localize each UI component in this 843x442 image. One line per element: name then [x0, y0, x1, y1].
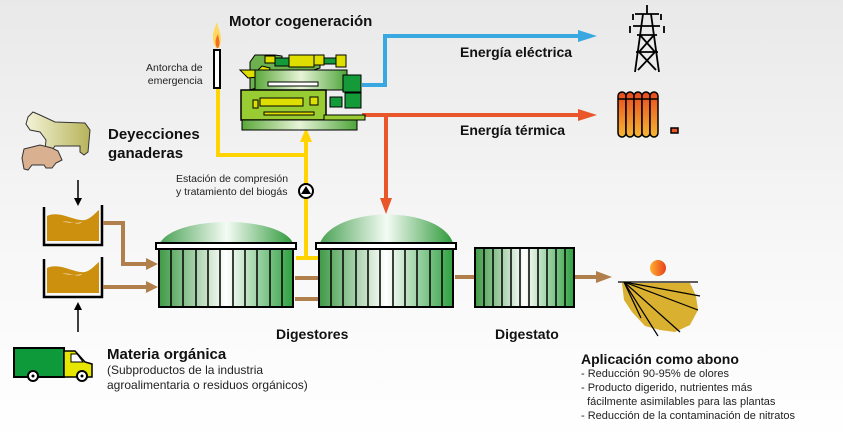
manure-tank-icon	[42, 205, 104, 247]
flare-torch-icon	[212, 22, 221, 89]
aplicacion-abono-block: Aplicación como abono - Reducción 90-95%…	[581, 351, 795, 423]
energia-electrica-label: Energía eléctrica	[460, 44, 573, 60]
aplicacion-abono-title: Aplicación como abono	[581, 351, 739, 367]
antorcha-label-line2: emergencia	[147, 75, 203, 87]
truck-icon	[13, 347, 93, 382]
digestate-tank-icon	[474, 247, 575, 308]
arrow-head	[146, 281, 158, 293]
materia-organica-line2: agroalimentaria o residuos orgánicos)	[107, 378, 308, 392]
antorcha-label-line1: Antorcha de	[146, 62, 203, 74]
radiator-icon	[617, 91, 679, 138]
arrow-head	[146, 258, 158, 270]
manure-tank-icon	[42, 257, 104, 299]
substrate-flow-arrows	[103, 221, 598, 301]
deyecciones-line2: ganaderas	[108, 145, 184, 162]
electric-flow-arrow	[362, 30, 597, 87]
thermal-flow-arrow	[362, 109, 597, 214]
aplicacion-item: - Producto digerido, nutrientes más	[581, 382, 753, 394]
deyecciones-label: Deyecciones ganaderas	[108, 125, 200, 163]
cogeneration-engine-icon	[238, 54, 366, 131]
pig-icon	[21, 144, 63, 171]
digester-icon	[155, 222, 297, 308]
digestores-label: Digestores	[276, 326, 349, 342]
compressor-icon	[298, 183, 314, 199]
aplicacion-item: - Reducción de la contaminación de nitra…	[581, 410, 796, 422]
materia-organica-line1: (Subproductos de la industria	[107, 363, 264, 377]
materia-organica-title: Materia orgánica	[107, 346, 227, 363]
materia-organica-block: Materia orgánica (Subproductos de la ind…	[107, 346, 308, 393]
energia-termica-label: Energía térmica	[460, 122, 566, 138]
digester-icon	[315, 214, 457, 308]
animals-down-arrow	[74, 180, 82, 206]
cow-icon	[25, 111, 91, 156]
estacion-line2: y tratamiento del biogás	[176, 186, 288, 198]
estacion-line1: Estación de compresión	[176, 173, 289, 185]
antorcha-label: Antorcha de emergencia	[146, 62, 203, 88]
arrow-head	[596, 271, 612, 283]
motor-cogeneracion-label: Motor cogeneración	[229, 13, 373, 30]
estacion-label: Estación de compresión y tratamiento del…	[176, 173, 288, 199]
deyecciones-line1: Deyecciones	[108, 126, 200, 143]
aplicacion-item: - Reducción 90-95% de olores	[581, 368, 729, 380]
truck-up-arrow	[74, 302, 82, 332]
power-tower-icon	[629, 5, 665, 73]
field-sun-icon	[618, 260, 701, 337]
aplicacion-item: fácilmente asimilables para las plantas	[581, 396, 776, 408]
digestato-label: Digestato	[495, 326, 559, 342]
